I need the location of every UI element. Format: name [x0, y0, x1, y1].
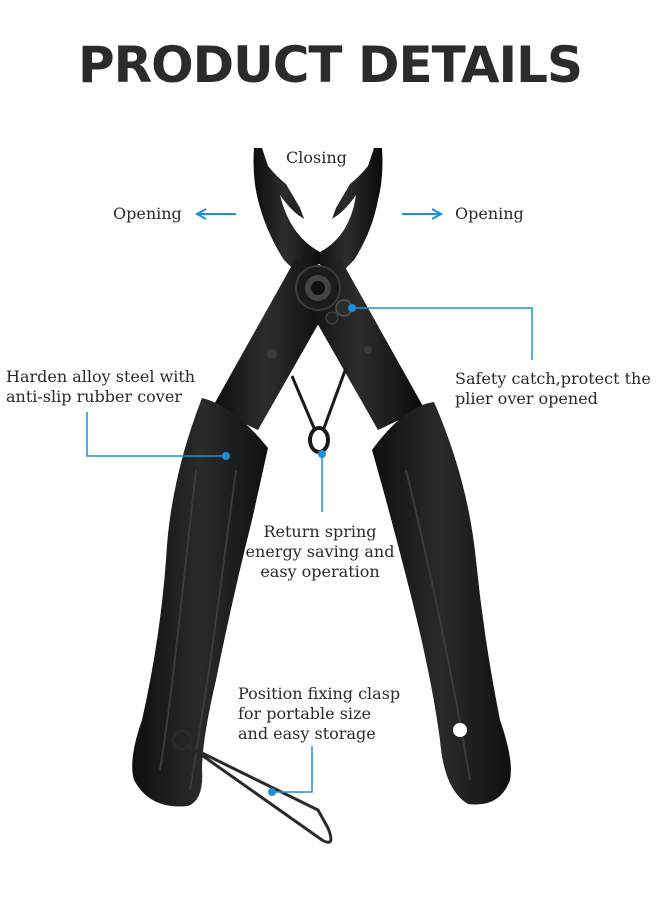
safety-leader-line [352, 307, 533, 360]
spring-callout-line1: Return spring [263, 522, 377, 541]
clasp-callout-line1: Position fixing clasp [238, 684, 401, 703]
steel-leader-line [86, 412, 226, 457]
steel-callout-line2: anti-slip rubber cover [6, 387, 182, 406]
clasp-callout-line2: for portable size [238, 704, 371, 723]
return-spring [290, 367, 348, 454]
safety-callout-line2: plier over opened [455, 389, 598, 408]
opening-arrow-left [194, 208, 236, 220]
opening-left-label: Opening [113, 204, 182, 223]
steel-callout-line1: Harden alloy steel with [6, 367, 196, 386]
steel-callout: Harden alloy steel with anti-slip rubber… [6, 367, 195, 407]
spring-callout-line2: energy saving and [245, 542, 395, 561]
fixing-clasp [171, 729, 333, 844]
left-rubber-grip [132, 398, 268, 807]
plier-jaws [253, 148, 383, 276]
opening-right-label: Opening [455, 204, 524, 223]
clasp-callout: Position fixing clasp for portable size … [238, 684, 400, 744]
pivot-bolt [295, 265, 341, 311]
clasp-leader-line [272, 746, 313, 793]
safety-callout-line1: Safety catch,protect the [455, 369, 651, 388]
safety-callout: Safety catch,protect the plier over open… [455, 369, 651, 409]
clasp-callout-line3: and easy storage [238, 724, 376, 743]
spring-callout-line3: easy operation [260, 562, 380, 581]
right-rubber-grip [372, 402, 511, 805]
closing-label: Closing [286, 148, 347, 167]
opening-arrow-right [402, 208, 444, 220]
spring-callout: Return spring energy saving and easy ope… [240, 522, 400, 582]
page-title: PRODUCT DETAILS [77, 36, 583, 94]
